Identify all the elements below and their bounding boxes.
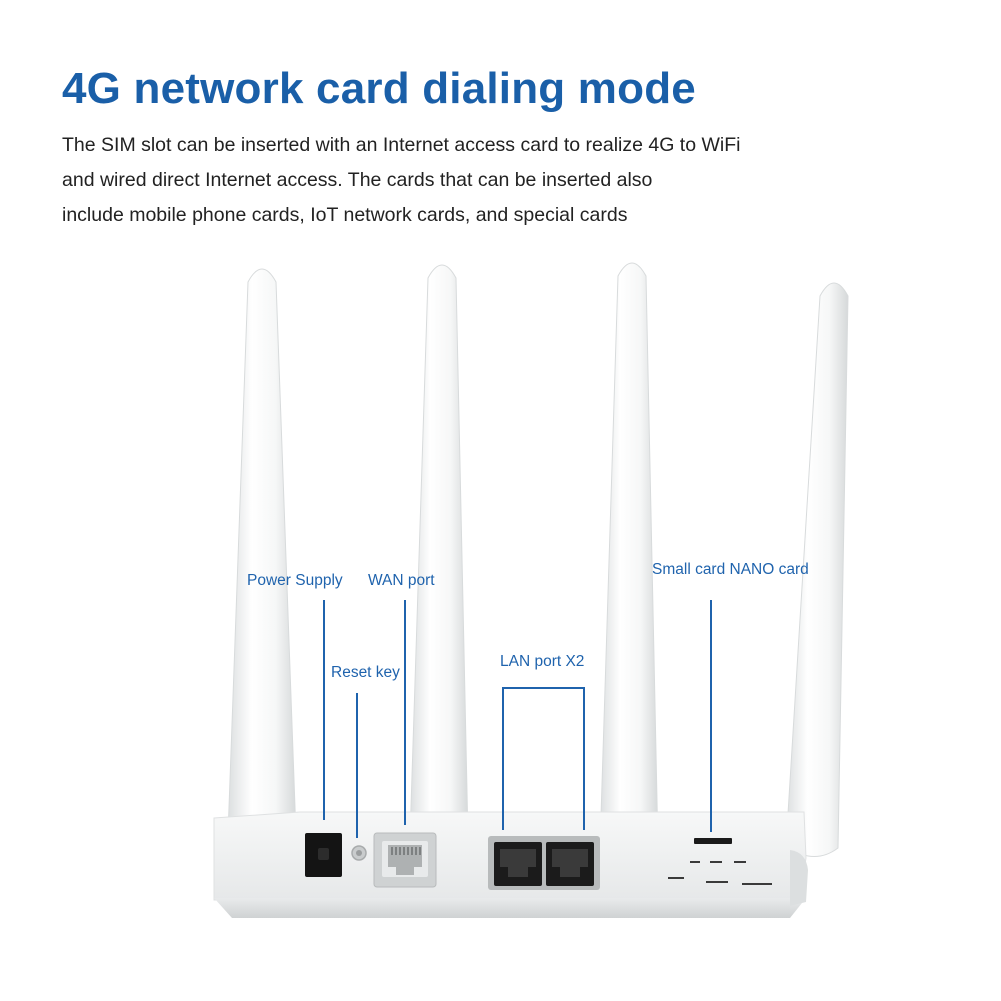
antenna-icon: [599, 262, 659, 859]
callout-reset-key: Reset key: [331, 664, 400, 681]
rj45-port-icon: [546, 842, 594, 886]
callout-nano-card: Small card NANO card: [652, 561, 809, 578]
antenna-icon: [409, 264, 469, 849]
callout-bracket-lan: [502, 687, 585, 830]
sim-slot-icon: [694, 838, 732, 844]
description-line-3: include mobile phone cards, IoT network …: [62, 204, 628, 226]
rj45-port-icon: [373, 832, 437, 888]
lan-port-block: [488, 836, 600, 890]
description-line-1: The SIM slot can be inserted with an Int…: [62, 134, 741, 156]
rj45-port-icon: [494, 842, 542, 886]
antenna-icon: [227, 268, 297, 848]
page-title: 4G network card dialing mode: [62, 64, 696, 113]
vent-slots: [668, 861, 772, 885]
callout-wan-port: WAN port: [368, 572, 435, 589]
description: The SIM slot can be inserted with an Int…: [62, 128, 740, 233]
callout-lan-port: LAN port X2: [500, 653, 585, 670]
callout-power-supply: Power Supply: [247, 572, 343, 589]
reset-button-icon: [351, 845, 367, 861]
power-jack-icon: [305, 833, 342, 877]
description-line-2: and wired direct Internet access. The ca…: [62, 169, 653, 191]
callout-lines: [323, 600, 712, 838]
